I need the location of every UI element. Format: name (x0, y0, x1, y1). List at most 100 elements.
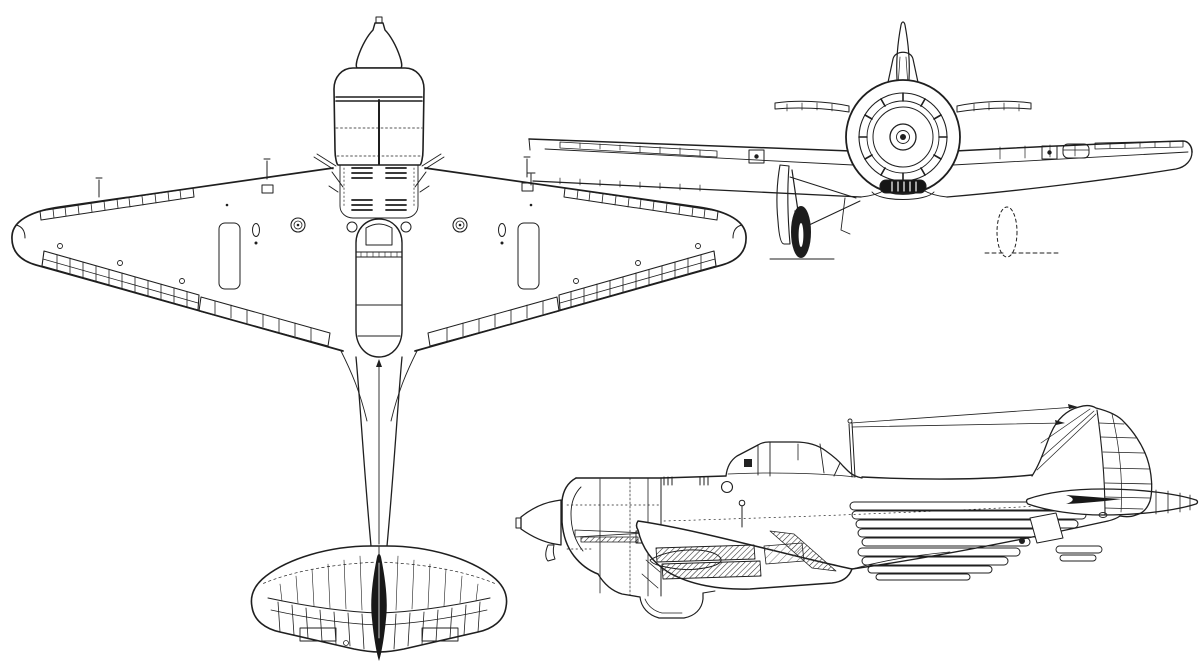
aileron-right-mid (559, 258, 716, 304)
wire-arrowhead (1055, 420, 1065, 425)
tab-circle (343, 640, 349, 646)
stringer (861, 556, 1009, 566)
slat-front-left (559, 141, 718, 158)
access-square-left (748, 149, 765, 164)
wing-left-trailing-edge (532, 180, 862, 198)
antenna-wire (850, 406, 1077, 424)
panel-ticks-right (999, 143, 1076, 160)
gear-door-inner (840, 197, 851, 235)
deck-louver-slots (663, 476, 709, 486)
slat-front-left-ribs (579, 142, 701, 157)
cowl-latches (328, 171, 430, 193)
wing-right-leading-edge (954, 140, 1193, 153)
root-circle-right (400, 221, 412, 233)
aileron-right-ribs (570, 254, 702, 308)
elevator-ribs-side (1155, 489, 1191, 515)
rudder-mid-rib (1111, 413, 1122, 513)
pitot-right (521, 156, 534, 192)
spinner-side (520, 499, 562, 546)
side-view (515, 404, 1199, 619)
flap-right-ribs (446, 300, 544, 342)
wing-left-leading-edge (528, 138, 852, 152)
engine-deck (339, 164, 419, 219)
stringer (867, 565, 993, 574)
fuselage-spine (861, 474, 1033, 480)
fuel-cap-left (290, 217, 306, 233)
antenna-mast (848, 422, 856, 478)
canopy-frames-side (757, 441, 841, 477)
windscreen-side (725, 444, 759, 477)
step-dot (1019, 538, 1025, 544)
gun-trough (574, 529, 647, 538)
rudder-ribs (1098, 422, 1153, 510)
mast-outer-left (95, 177, 103, 198)
gear-door-left (776, 164, 791, 245)
aileron-hinge (635, 260, 641, 266)
trim-tabs (299, 627, 459, 642)
aileron-hinge (179, 278, 185, 284)
access-triangle (1029, 512, 1064, 544)
aileron-hinge (573, 278, 579, 284)
deck-louvers (351, 167, 407, 211)
wing-left-tip (526, 138, 536, 186)
cylinder-spokes (858, 92, 948, 182)
wing-hatch-right (517, 222, 540, 290)
gear-stays (789, 176, 861, 227)
canopy-top-view (355, 218, 403, 358)
access-square-right (1041, 145, 1058, 160)
landing-light-right (1062, 143, 1090, 159)
gear-wheel-slot (798, 223, 804, 247)
wire-arrowhead (1068, 404, 1078, 409)
cowl-inner-lip (570, 486, 584, 552)
wheel-bay-box (661, 560, 762, 580)
fuel-cap-right-inner (455, 220, 465, 230)
aileron-left (41, 250, 200, 311)
chin-fairing (871, 191, 935, 200)
cowl-flap-lines (641, 559, 661, 589)
wheel-bay-box (655, 544, 756, 563)
tail-light-oval (1098, 512, 1108, 518)
wing-dot-small (500, 241, 504, 245)
flap-right (427, 296, 560, 347)
aileron-hinge (117, 260, 123, 266)
rudder-outline (1095, 407, 1153, 518)
oil-cooler-slats (891, 181, 917, 192)
fuel-cap-left-inner (293, 220, 303, 230)
rudder-hinge (1096, 409, 1106, 516)
carb-scoop (639, 592, 704, 619)
wing-rivet-dot (529, 203, 533, 207)
front-view (526, 21, 1193, 260)
stab-ribs-right (395, 555, 479, 611)
stringer-short (1059, 554, 1097, 562)
fin-leading-edge (1031, 406, 1080, 477)
stab-front-left-ribs (786, 102, 833, 112)
canopy-side (757, 441, 863, 479)
wing-left-outline (11, 167, 344, 352)
aileron-right (558, 250, 717, 311)
slat-left-ribs (52, 189, 182, 219)
fillet-line-aft (851, 551, 951, 570)
aileron-left-mid (42, 258, 199, 304)
access-square-right-dot (1047, 150, 1052, 155)
spinner-tip (515, 517, 522, 529)
top-view (11, 16, 747, 661)
stab-spars-dashed (261, 561, 497, 585)
stab-front-right (956, 100, 1032, 113)
slat-right-ribs (576, 189, 706, 219)
centerline-arrow (376, 359, 382, 367)
antenna-wire (851, 422, 1064, 428)
prop-hub-stub (545, 544, 556, 562)
fin-top (1078, 404, 1097, 409)
access-square-left-dot (754, 154, 759, 159)
flap-left (198, 296, 331, 347)
fuselage-sides-aft (355, 356, 403, 547)
slat-front-right-ribs (1109, 141, 1171, 149)
root-fairing-left (313, 153, 337, 170)
wing-oval-right (498, 223, 506, 237)
exhaust-strip (580, 536, 639, 543)
wing-rivet-dot (225, 203, 229, 207)
wingtip-lights (15, 224, 743, 239)
carb-scoop-inner (644, 598, 683, 614)
